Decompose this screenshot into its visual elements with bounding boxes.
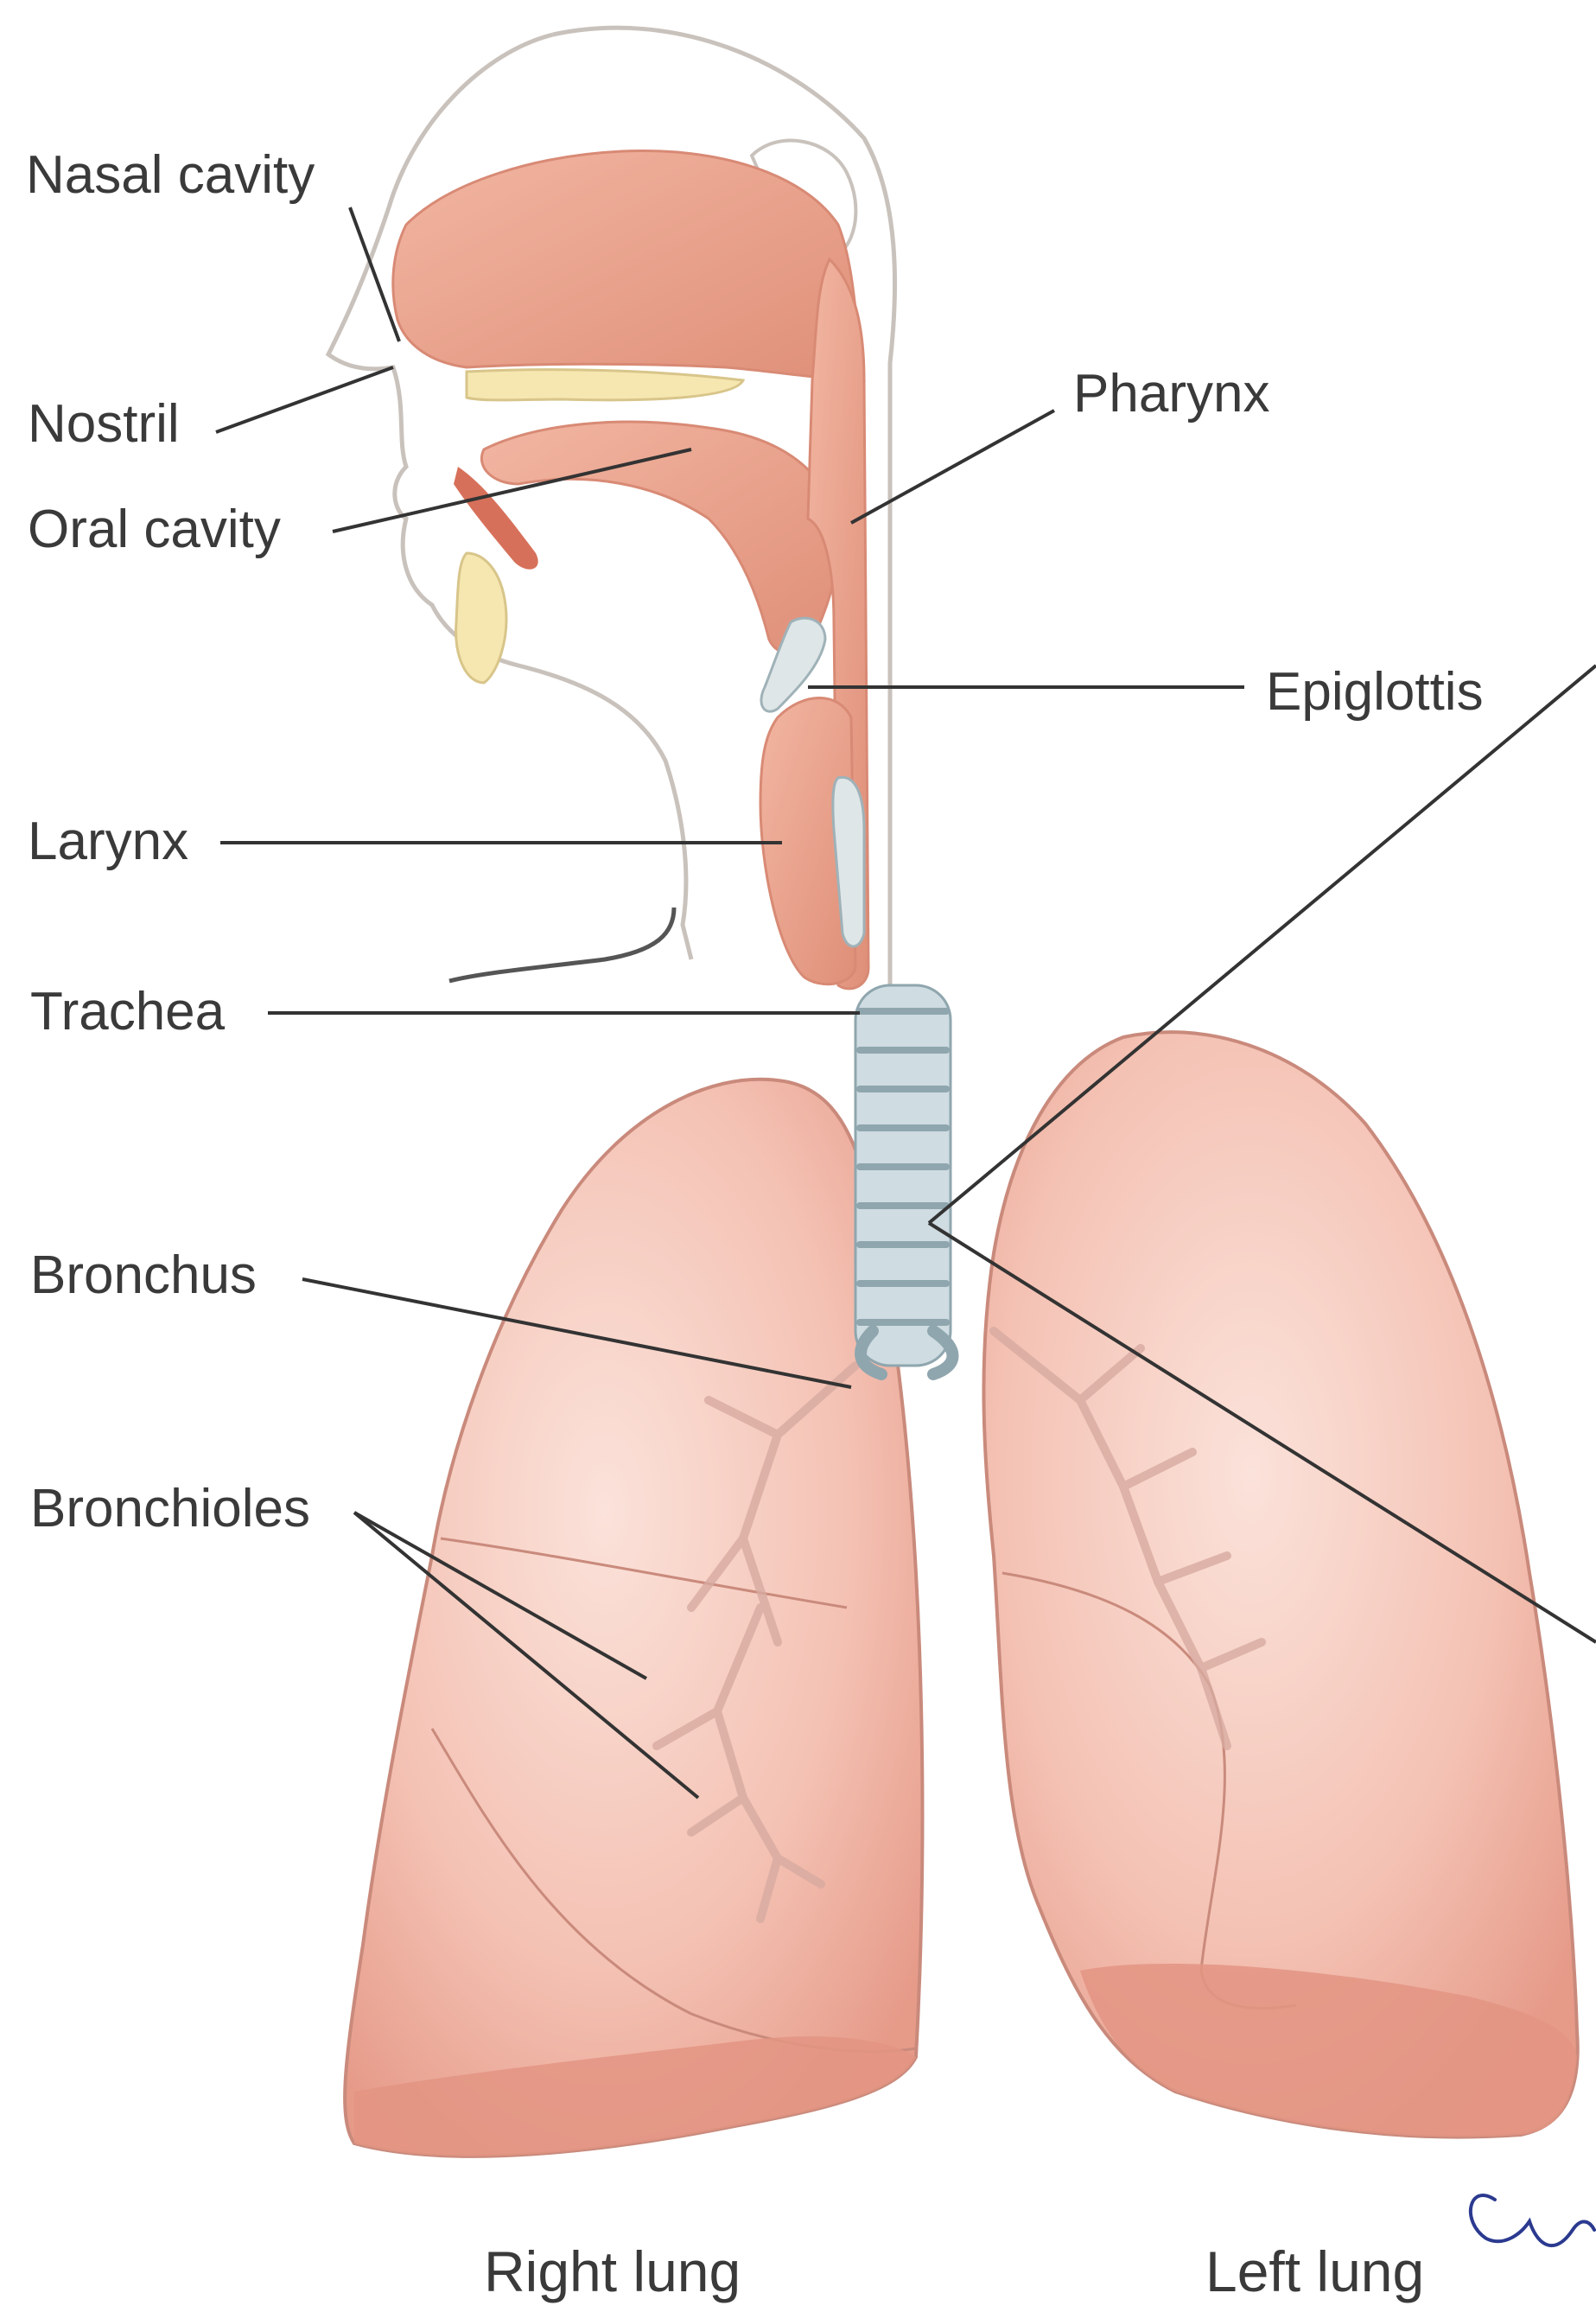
- jaw-bone: [456, 553, 506, 683]
- right-lung-shape: [345, 1080, 922, 2156]
- label-pharynx: Pharynx: [1073, 367, 1269, 421]
- label-oral-cavity: Oral cavity: [28, 503, 281, 557]
- right-lung: [345, 1080, 922, 2156]
- palate-bone: [467, 370, 743, 400]
- leader-nostril: [216, 367, 393, 432]
- label-nasal-cavity: Nasal cavity: [26, 149, 315, 202]
- caption-left-lung: Left lung: [1205, 2243, 1424, 2300]
- neck-front-outline: [449, 908, 674, 981]
- leader-nasal-cavity: [350, 207, 399, 341]
- label-bronchus: Bronchus: [30, 1249, 257, 1302]
- label-larynx: Larynx: [28, 815, 188, 869]
- label-nostril: Nostril: [28, 398, 180, 451]
- left-lung: [983, 1032, 1577, 2137]
- label-bronchioles: Bronchioles: [30, 1482, 310, 1536]
- label-trachea: Trachea: [30, 985, 225, 1039]
- nasal-cavity-shape: [393, 150, 864, 380]
- caption-right-lung: Right lung: [484, 2243, 741, 2300]
- trachea: [855, 985, 953, 1374]
- leader-pharynx: [851, 411, 1054, 523]
- trachea-tube: [855, 985, 951, 1366]
- label-epiglottis: Epiglottis: [1266, 666, 1484, 719]
- handwritten-mark: [1471, 2195, 1594, 2245]
